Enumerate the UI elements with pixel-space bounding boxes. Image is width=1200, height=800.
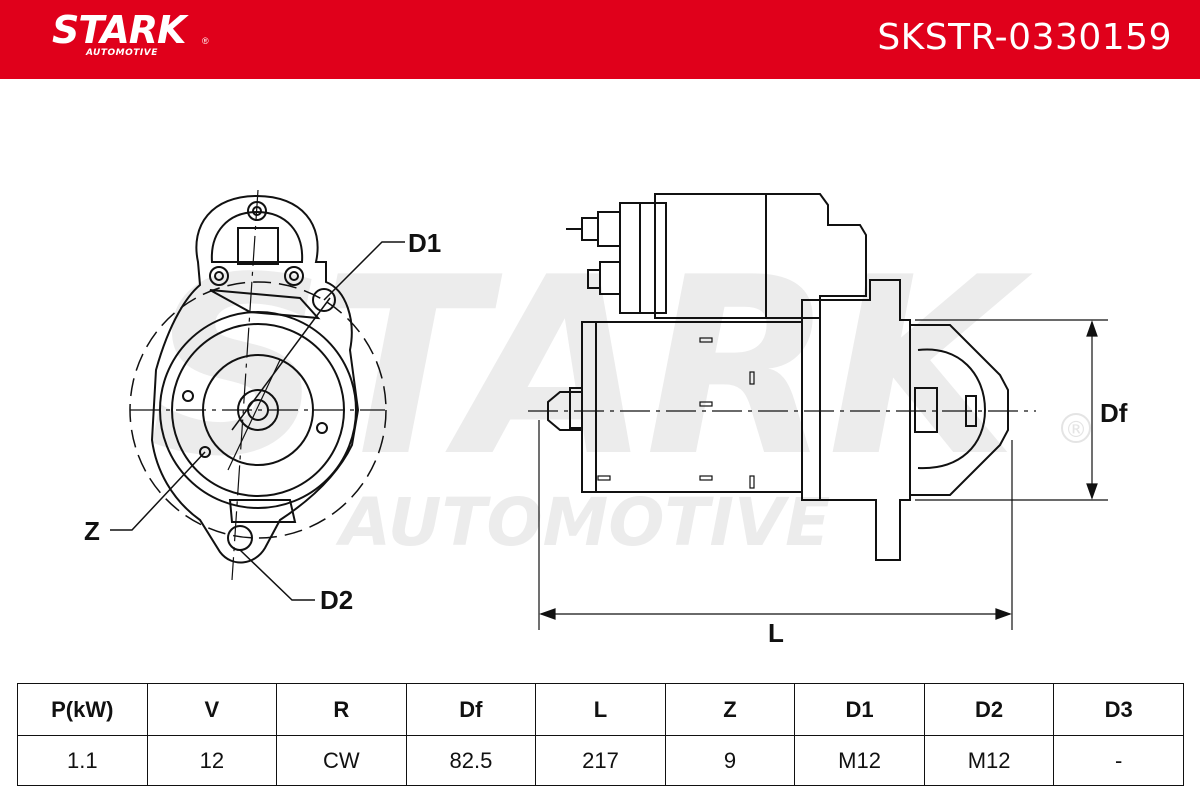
label-df: Df [1100,398,1128,428]
spec-header: P(kW) [17,683,148,736]
front-diagonal-2 [227,359,281,471]
motor-slot-5 [699,475,713,481]
motor-slot-3 [699,401,713,407]
spec-value: 12 [146,735,278,786]
spec-value: 9 [664,735,796,786]
label-l: L [768,618,784,648]
label-d2: D2 [320,585,353,615]
z-leader [110,451,206,531]
spec-header: L [535,683,666,736]
z-point [199,446,211,458]
header-bar: STARK ® AUTOMOTIVE SKSTR-0330159 [0,0,1200,79]
left-bolt [209,266,229,286]
logo-main-text: STARK [52,8,186,52]
l-arrow-left [539,608,556,620]
spec-header: Df [405,683,537,736]
watermark-sub: AUTOMOTIVE [335,484,830,561]
spec-value: CW [276,735,407,786]
right-small-hole [316,422,328,434]
d2-leader [239,549,315,601]
pinion-inner [917,348,987,470]
logo-sub-text: AUTOMOTIVE [86,48,158,58]
logo-registered-mark: ® [202,36,209,46]
watermark-reg: ® [1065,418,1087,443]
left-bolt-inner [214,271,224,281]
spec-value: - [1053,735,1184,786]
spec-value: 1.1 [17,735,148,786]
spec-value: M12 [794,735,925,786]
watermark-reg-circle [1061,413,1091,443]
front-center-v [231,189,259,581]
part-number: SKSTR-0330159 [877,17,1172,58]
right-bolt [284,266,304,286]
lower-bracket [228,499,297,523]
dimensions [538,319,1108,630]
df-arrow-top [1086,320,1098,337]
df-arrow-bottom [1086,483,1098,500]
front-leaders [110,241,405,601]
cap-terminal [237,227,279,265]
motor-slot-6 [749,475,755,489]
rear-nut [569,387,583,429]
side-view [528,193,1036,561]
front-view [129,189,387,581]
spec-value-row: 1.1 12 CW 82.5 217 9 M12 M12 - [17,735,1184,786]
d1-leader [323,241,405,301]
spec-header: V [146,683,278,736]
pinion-nose [910,324,1009,496]
spec-table: P(kW) V R Df L Z D1 D2 D3 1.1 12 CW 82.5… [17,683,1184,786]
label-z: Z [84,516,100,546]
spec-value: 82.5 [405,735,537,786]
left-small-hole [182,390,194,402]
l-arrow-right [995,608,1012,620]
spec-header: Z [664,683,796,736]
motor-slot-1 [699,337,713,343]
spec-header-row: P(kW) V R Df L Z D1 D2 D3 [17,683,1184,736]
front-diagonal [231,297,331,431]
watermark-main: STARK [149,225,1034,510]
spec-value: M12 [923,735,1055,786]
spec-header: D2 [923,683,1055,736]
upper-bracket [209,289,321,320]
d1-hole [312,288,336,312]
spec-header: D3 [1053,683,1184,736]
stark-logo: STARK ® AUTOMOTIVE [52,8,209,58]
motor-slot-4 [597,475,611,481]
right-bolt-inner [289,271,299,281]
technical-drawing: STARK AUTOMOTIVE ® [84,189,1128,648]
spec-value: 217 [535,735,666,786]
spec-header: D1 [794,683,925,736]
drive-housing [801,279,911,561]
label-d1: D1 [408,228,441,258]
spec-header: R [276,683,407,736]
terminal-lower-nut [587,269,601,289]
pinion-gear [914,387,938,433]
motor-slot-2 [749,371,755,385]
solenoid-cover [619,202,667,314]
